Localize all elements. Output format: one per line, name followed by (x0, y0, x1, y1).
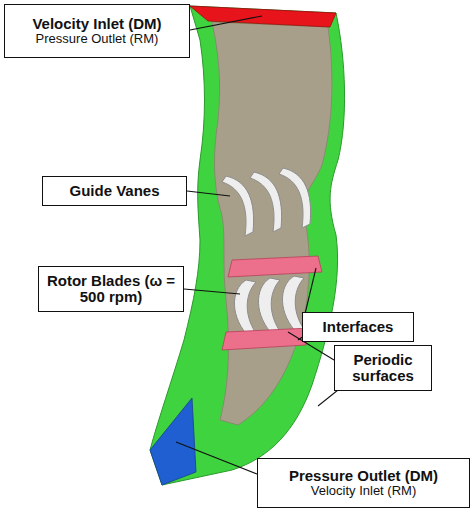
callout-box: Interfaces (302, 312, 414, 342)
callout-label: Velocity Inlet (DM) (32, 16, 161, 33)
outlet-face (150, 398, 196, 485)
callout-box: Rotor Blades (ω = 500 rpm) (38, 266, 184, 312)
periodic-surface (150, 6, 345, 485)
inlet-face (190, 6, 336, 27)
callout-label: Guide Vanes (69, 183, 159, 200)
callout-label: Pressure Outlet (DM) (289, 468, 438, 485)
interface-surface (228, 256, 322, 277)
callout-box: Pressure Outlet (DM)Velocity Inlet (RM) (257, 458, 470, 508)
leader-lines (176, 16, 338, 474)
callout-box: Velocity Inlet (DM)Pressure Outlet (RM) (4, 4, 190, 58)
callout-label: Rotor Blades (ω = 500 rpm) (39, 273, 183, 306)
callout-sublabel: Velocity Inlet (RM) (311, 484, 416, 498)
callout-sublabel: Pressure Outlet (RM) (36, 32, 159, 46)
callout-box: Periodic surfaces (334, 345, 432, 391)
interface-surface (222, 328, 310, 350)
hub-wall (212, 22, 332, 425)
callout-label: Periodic surfaces (335, 352, 431, 385)
callout-label: Interfaces (323, 319, 394, 336)
callout-box: Guide Vanes (42, 176, 187, 206)
guide-vanes (222, 168, 311, 236)
